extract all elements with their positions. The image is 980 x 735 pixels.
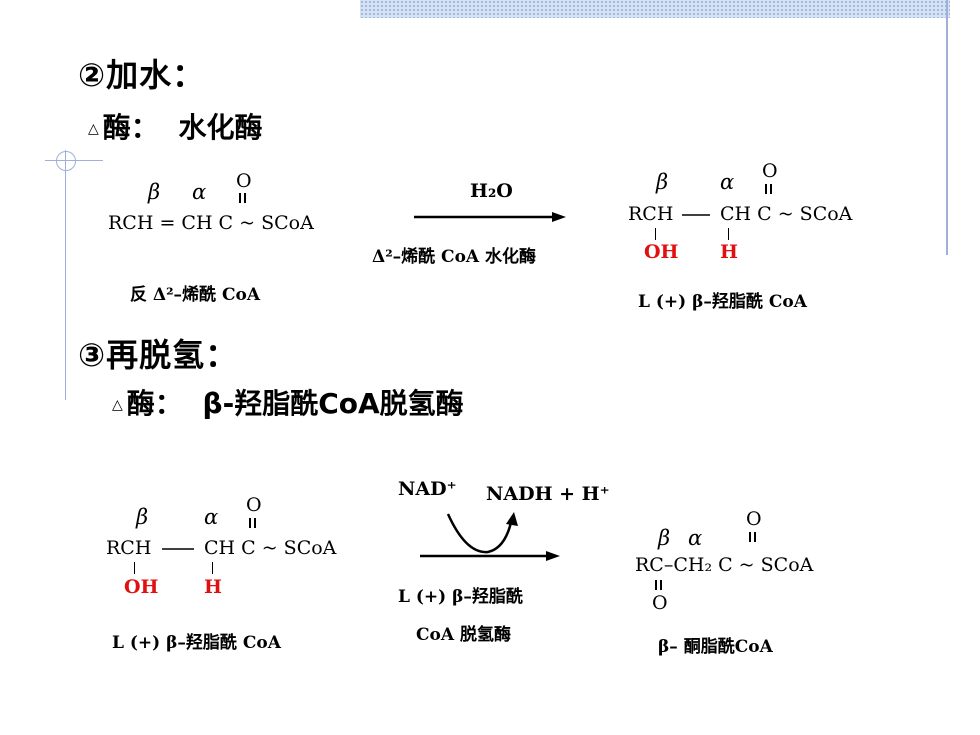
left-decor-line bbox=[65, 150, 66, 400]
section1-enzyme: △酶： 水化酶 bbox=[88, 106, 263, 146]
r2-right-oxygen-bottom: O bbox=[652, 592, 668, 614]
r1-left-name: 反 Δ²–烯酰 CoA bbox=[130, 285, 261, 305]
section2-enzyme-prefix: 酶： bbox=[126, 387, 183, 420]
r2-right-beta: β bbox=[658, 526, 671, 550]
r1-right-formula-b: CH C ~ SCoA bbox=[720, 203, 853, 225]
r2-left-formula-b: CH C ~ SCoA bbox=[204, 537, 337, 559]
r1-arrow-bottom: Δ²–烯酰 CoA 水化酶 bbox=[372, 247, 537, 267]
r2-right-oxygen-top: O bbox=[746, 508, 762, 530]
right-decor-line bbox=[946, 0, 948, 255]
r2-arrow-in: NAD⁺ bbox=[398, 478, 457, 500]
r1-arrow-top: H₂O bbox=[470, 180, 513, 202]
r1-right-h: H bbox=[720, 241, 738, 263]
r1-left-beta: β bbox=[148, 180, 161, 204]
r2-left-oh-bond bbox=[134, 562, 135, 574]
r2-left-oh: OH bbox=[124, 576, 159, 598]
section1-enzyme-prefix: 酶： bbox=[102, 111, 159, 144]
r1-right-double-bond bbox=[765, 184, 772, 194]
r1-right-oxygen: O bbox=[762, 160, 778, 182]
r1-left-formula: RCH = CH C ~ SCoA bbox=[108, 212, 314, 234]
r2-right-formula: RC–CH₂ C ~ SCoA bbox=[635, 554, 814, 576]
r1-right-alpha: α bbox=[720, 170, 735, 194]
r1-right-beta: β bbox=[656, 170, 669, 194]
top-decor-bar bbox=[360, 0, 950, 18]
r2-left-name: L (+) β–羟脂酰 CoA bbox=[112, 633, 281, 653]
left-decor-circle bbox=[56, 151, 76, 171]
r2-left-alpha: α bbox=[204, 505, 219, 529]
section2-enzyme-name: β-羟脂酰CoA脱氢酶 bbox=[202, 387, 464, 420]
r1-left-double-bond bbox=[239, 193, 246, 203]
section1-title: ②加水： bbox=[78, 56, 206, 94]
r2-left-beta: β bbox=[136, 505, 149, 529]
r2-right-alpha: α bbox=[688, 526, 703, 550]
r2-arrow-bottom-2: CoA 脱氢酶 bbox=[416, 625, 511, 645]
r1-left-alpha: α bbox=[192, 180, 207, 204]
r2-right-name: β– 酮脂酰CoA bbox=[658, 637, 773, 657]
r1-right-oh-bond bbox=[655, 228, 656, 240]
section2-title: ③再脱氢： bbox=[78, 336, 239, 374]
r2-right-double-bond-bottom bbox=[655, 580, 662, 590]
r2-right-double-bond-top bbox=[749, 532, 756, 542]
r2-arrow-out: NADH + H⁺ bbox=[486, 483, 610, 505]
r1-right-single-bond bbox=[682, 214, 710, 216]
r2-left-oxygen: O bbox=[246, 494, 262, 516]
r2-left-formula-a: RCH bbox=[106, 537, 152, 559]
r2-left-double-bond bbox=[249, 518, 256, 528]
triangle-bullet-icon: △ bbox=[112, 397, 123, 413]
r2-left-h-bond bbox=[212, 562, 213, 574]
r1-right-oh: OH bbox=[644, 241, 679, 263]
r1-arrow-icon bbox=[414, 212, 566, 222]
r1-right-name: L (+) β–羟脂酰 CoA bbox=[638, 292, 807, 312]
triangle-bullet-icon: △ bbox=[88, 121, 99, 137]
r1-right-formula-a: RCH bbox=[628, 203, 674, 225]
r2-arrow-bottom-1: L (+) β–羟脂酰 bbox=[398, 587, 523, 607]
section1-enzyme-name: 水化酶 bbox=[178, 111, 263, 144]
section2-enzyme: △酶： β-羟脂酰CoA脱氢酶 bbox=[112, 382, 464, 422]
r2-arrow-icon bbox=[420, 512, 560, 561]
r1-right-h-bond bbox=[728, 228, 729, 240]
r1-left-oxygen: O bbox=[236, 170, 252, 192]
r2-left-single-bond bbox=[162, 548, 194, 550]
r2-left-h: H bbox=[204, 576, 222, 598]
